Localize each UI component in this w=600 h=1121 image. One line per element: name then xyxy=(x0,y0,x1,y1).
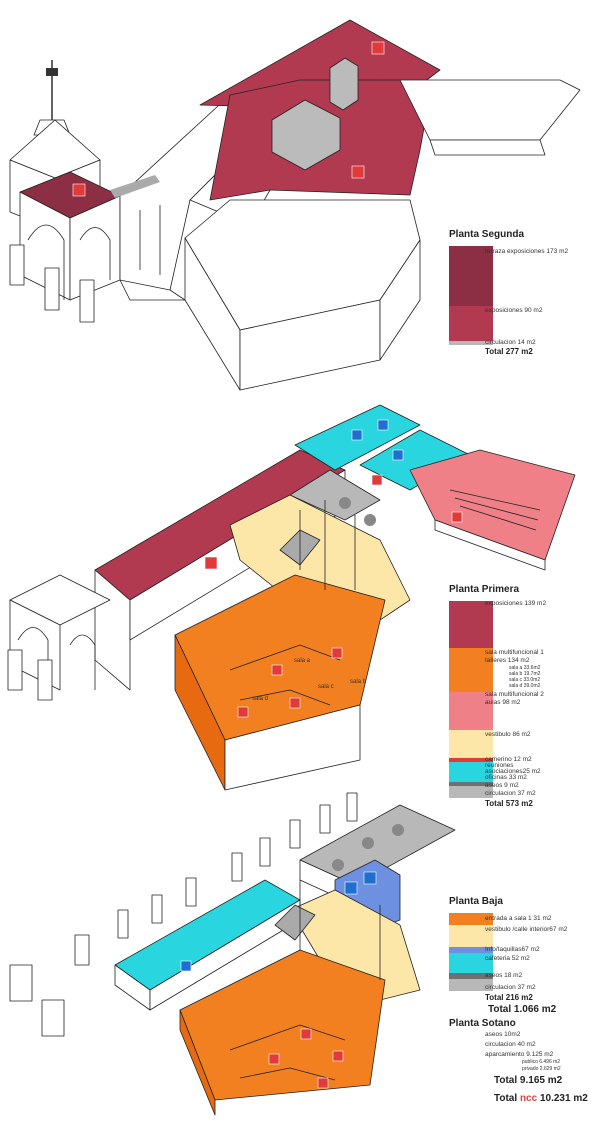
primera-item-talleres: talleres 134 m2 xyxy=(485,657,530,664)
room-icons xyxy=(72,41,463,1089)
sotano-item-privado: privado 2.629 m2 xyxy=(522,1066,561,1072)
swatch-oficinas xyxy=(449,762,493,782)
sotano-item-aparcamiento: aparcamiento 9.125 m2 xyxy=(485,1051,554,1058)
primera-item-camerino: camerino 12 m2 xyxy=(485,756,532,763)
primera-item-sala-a: sala a 33.6m2 xyxy=(509,665,541,671)
swatch-terraza xyxy=(449,246,493,306)
swatch-baja-circulacion xyxy=(449,979,493,991)
sotano-item-publico: publico 6.496 m2 xyxy=(522,1059,561,1065)
drawing-label-sala-a: sala a xyxy=(294,658,311,664)
primera-item-vestibulo: vestibulo 86 m2 xyxy=(485,731,531,738)
drawing-label-sala-c: sala c xyxy=(318,684,334,690)
baja-total: Total 216 m2 xyxy=(485,993,533,1002)
baja-item-vestibulo: vestibulo /calle interior67 m2 xyxy=(485,926,568,933)
baja-item-info: Info/taquillas67 m2 xyxy=(485,946,540,953)
baja-item-aseos: aseos 18 m2 xyxy=(485,972,523,979)
swatch-info xyxy=(449,947,493,953)
planta-primera-drawing xyxy=(7,404,576,791)
swatch-aulas xyxy=(449,692,493,730)
swatch-baja-aseos xyxy=(449,973,493,979)
primera-item-aulas: aulas 98 m2 xyxy=(485,699,521,706)
swatch-entrada xyxy=(449,913,493,925)
sotano-title: Planta Sotano xyxy=(449,1018,516,1029)
swatch-aseos xyxy=(449,782,493,786)
primera-item-sala-c: sala c 33.0m2 xyxy=(509,677,541,683)
swatch-exposiciones xyxy=(449,306,493,341)
swatch-baja-vestibulo xyxy=(449,925,493,947)
total-ncc: Total ncc 10.231 m2 xyxy=(494,1094,588,1104)
drawing-label-sala-d: sala d xyxy=(252,696,268,702)
swatch-primera-circulacion xyxy=(449,786,493,798)
primera-item-sala-b: sala b 19.7m2 xyxy=(509,671,541,677)
swatch-vestibulo xyxy=(449,730,493,758)
primera-item-asociaciones: asociaciones25 m2 xyxy=(485,768,541,775)
sotano-item-aseos: aseos 10m2 xyxy=(485,1031,521,1038)
swatch-primera-exposiciones xyxy=(449,601,493,648)
primera-item-sala1: sala multifuncional 1 xyxy=(485,649,544,656)
segunda-item-circulacion: circulacion 14 m2 xyxy=(485,339,536,346)
swatch-cafeteria xyxy=(449,953,493,973)
baja-item-cafeteria: cafeteria 52 m2 xyxy=(485,955,530,962)
sotano-item-circulacion: circulacion 40 m2 xyxy=(485,1041,536,1048)
total-ncc-prefix: Total xyxy=(494,1093,520,1104)
swatch-circulacion xyxy=(449,341,493,345)
toilet-icons xyxy=(332,497,404,871)
primera-title: Planta Primera xyxy=(449,584,520,595)
planta-baja-drawing xyxy=(9,792,456,1116)
baja-title: Planta Baja xyxy=(449,896,503,907)
primera-item-exposiciones: exposiciones 139 m2 xyxy=(485,600,547,607)
baja-item-circulacion: circulacion 37 m2 xyxy=(485,984,536,991)
swatch-talleres xyxy=(449,648,493,692)
segunda-total: Total 277 m2 xyxy=(485,347,533,356)
swatch-camerino xyxy=(449,758,493,762)
primera-item-sala-d: sala d 39.0m2 xyxy=(509,683,541,689)
primera-item-aseos: aseos 9 m2 xyxy=(485,782,519,789)
planta-segunda-drawing xyxy=(9,19,581,391)
drawing-label-sala-b: sala b xyxy=(350,679,367,685)
baja-grand-total: Total 1.066 m2 xyxy=(488,1004,557,1015)
primera-item-oficinas: oficinas 33 m2 xyxy=(485,774,527,781)
primera-item-sala2: sala multifuncional 2 xyxy=(485,691,544,698)
segunda-item-terraza: terraza exposiciones 173 m2 xyxy=(485,248,569,255)
segunda-title: Planta Segunda xyxy=(449,229,525,240)
total-ncc-mark: ncc xyxy=(519,1093,538,1104)
primera-aulas-area xyxy=(409,449,576,561)
primera-item-circulacion: circulacion 37 m2 xyxy=(485,790,536,797)
total-ncc-value: 10.231 m2 xyxy=(539,1093,588,1104)
primera-circulacion-area xyxy=(289,469,381,521)
segunda-item-exposiciones: exposiciones 90 m2 xyxy=(485,307,543,314)
primera-item-reuniones: reuniones xyxy=(485,762,514,769)
baja-item-entrada: entrada a sala 1 31 m2 xyxy=(485,915,552,922)
primera-total: Total 573 m2 xyxy=(485,799,533,808)
sotano-total: Total 9.165 m2 xyxy=(494,1075,563,1086)
